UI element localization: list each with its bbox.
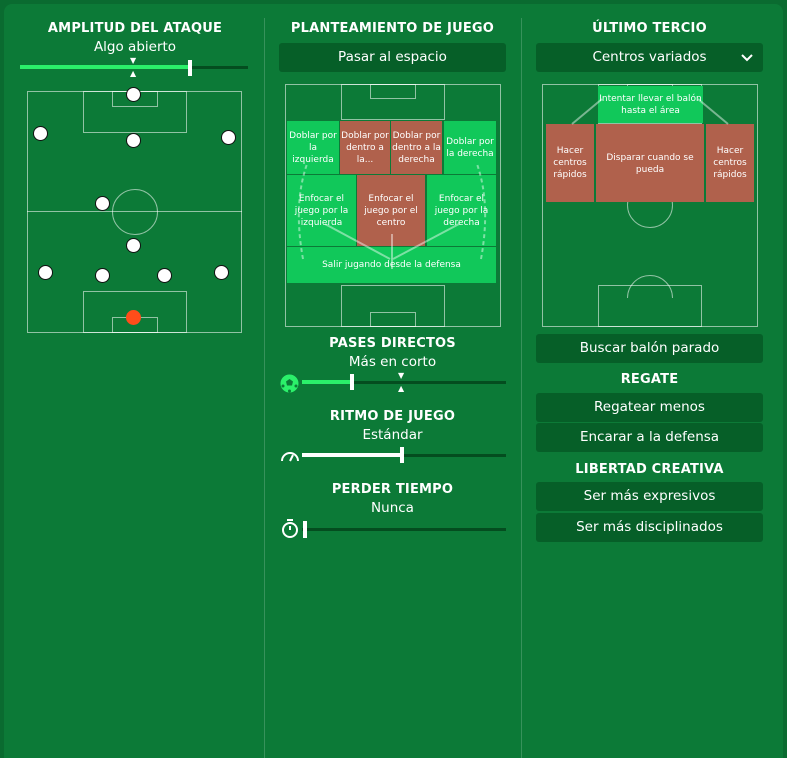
slider-track — [302, 528, 506, 531]
player-marker[interactable] — [157, 268, 172, 283]
attacking-width-value: Algo abierto — [93, 39, 177, 55]
chevron-down-icon — [741, 54, 753, 62]
column-divider — [264, 18, 265, 758]
speedometer-icon — [281, 452, 299, 462]
zone-focus-right[interactable]: Enfocar el juego por la derecha — [427, 175, 496, 246]
slider-handle[interactable] — [400, 447, 404, 463]
goalkeeper-marker[interactable] — [126, 310, 141, 325]
passing-value: Más en corto — [348, 354, 437, 370]
slider-fill — [20, 65, 190, 69]
player-marker[interactable] — [126, 133, 141, 148]
player-marker[interactable] — [221, 130, 236, 145]
zone-work-into-box[interactable]: Intentar llevar el balón hasta el área — [598, 86, 703, 123]
dribbling-title: REGATE — [620, 372, 679, 387]
zone-early-cross-left[interactable]: Hacer centros rápidos — [546, 124, 594, 202]
passing-title: PASES DIRECTOS — [329, 336, 456, 351]
zone-focus-left[interactable]: Enfocar el juego por la izquierda — [287, 175, 356, 246]
ball-icon — [280, 374, 299, 393]
player-marker[interactable] — [38, 265, 53, 280]
slider-handle[interactable] — [303, 521, 307, 538]
more-expressive-button[interactable]: Ser más expresivos — [536, 482, 763, 511]
zone-early-cross-right[interactable]: Hacer centros rápidos — [706, 124, 754, 202]
slider-handle[interactable] — [350, 374, 354, 390]
play-style-title: PLANTEAMIENTO DE JUEGO — [290, 21, 495, 36]
player-marker[interactable] — [126, 238, 141, 253]
slider-fill — [302, 380, 352, 384]
play-arrows — [297, 163, 487, 269]
crossing-dropdown-value: Centros variados — [592, 49, 707, 65]
tempo-value: Estándar — [362, 427, 423, 443]
zone-focus-centre[interactable]: Enfocar el juego por el centro — [357, 175, 425, 246]
slider-track — [302, 381, 506, 384]
formation-pitch — [27, 91, 242, 333]
column-divider — [521, 18, 522, 758]
zone-shoot-on-sight[interactable]: Disparar cuando se pueda — [596, 124, 704, 202]
tempo-title: RITMO DE JUEGO — [329, 409, 456, 424]
cross-arrows — [571, 98, 729, 125]
default-marker-icon: ▲ — [398, 384, 405, 393]
creative-freedom-title: LIBERTAD CREATIVA — [575, 462, 724, 477]
zone-inside-left[interactable]: Doblar por dentro a la... — [340, 121, 390, 174]
player-marker[interactable] — [95, 268, 110, 283]
more-disciplined-button[interactable]: Ser más disciplinados — [536, 513, 763, 542]
slider-fill — [302, 453, 402, 457]
set-pieces-button[interactable]: Buscar balón parado — [536, 334, 763, 363]
time-wasting-value: Nunca — [371, 500, 414, 516]
play-style-pitch — [285, 84, 501, 327]
attacking-width-title: AMPLITUD DEL ATAQUE — [47, 21, 223, 36]
player-marker[interactable] — [95, 196, 110, 211]
default-marker-icon: ▲ — [130, 69, 137, 78]
six-yard-box — [370, 312, 416, 327]
slider-track — [302, 454, 506, 457]
time-wasting-title: PERDER TIEMPO — [331, 482, 454, 497]
zone-build-up[interactable]: Salir jugando desde la defensa — [287, 247, 496, 283]
zone-overlap-left[interactable]: Doblar por la izquierda — [287, 121, 339, 174]
zone-inside-right[interactable]: Doblar por dentro a la derecha — [391, 121, 442, 174]
zone-overlap-right[interactable]: Doblar por la derecha — [444, 121, 496, 174]
crossing-dropdown[interactable]: Centros variados — [536, 43, 763, 72]
final-third-title: ÚLTIMO TERCIO — [592, 21, 707, 36]
centre-circle — [112, 189, 158, 235]
default-marker-icon: ▼ — [398, 371, 405, 380]
dribble-less-button[interactable]: Regatear menos — [536, 393, 763, 422]
player-marker[interactable] — [126, 87, 141, 102]
penalty-box — [598, 285, 702, 327]
player-marker[interactable] — [214, 265, 229, 280]
run-at-defence-button[interactable]: Encarar a la defensa — [536, 423, 763, 452]
stopwatch-icon — [282, 519, 298, 538]
player-marker[interactable] — [33, 126, 48, 141]
default-marker-icon: ▼ — [130, 56, 137, 65]
slider-handle[interactable] — [188, 60, 192, 76]
pass-into-space-button[interactable]: Pasar al espacio — [279, 43, 506, 72]
six-yard-box — [370, 84, 416, 99]
